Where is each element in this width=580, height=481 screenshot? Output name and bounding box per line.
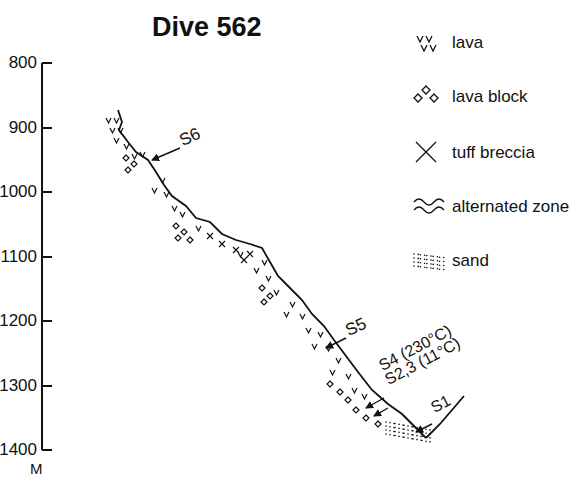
depth-label: 800 [9, 54, 37, 71]
legend-text: alternated zone [452, 198, 569, 215]
legend-samples [413, 36, 444, 270]
sample-label: S5 [343, 315, 369, 339]
depth-label: 1400 [0, 441, 37, 458]
depth-label: 1100 [0, 248, 37, 265]
diagram-title: Dive 562 [152, 14, 262, 41]
depth-axis [42, 63, 52, 450]
depth-label: 1200 [0, 312, 37, 329]
sample-label: S6 [177, 125, 203, 149]
depth-label: 1000 [0, 183, 37, 200]
depth-label: 900 [9, 119, 37, 136]
depth-label: 1300 [0, 377, 37, 394]
sample-arrows [152, 148, 432, 432]
seafloor-profile [118, 110, 426, 438]
depth-label: M [30, 461, 43, 476]
legend-text: tuff breccia [452, 144, 535, 161]
legend-text: lava [452, 34, 483, 51]
legend-text: lava block [452, 88, 528, 105]
rock-symbols [106, 118, 431, 443]
legend-text: sand [452, 252, 489, 269]
